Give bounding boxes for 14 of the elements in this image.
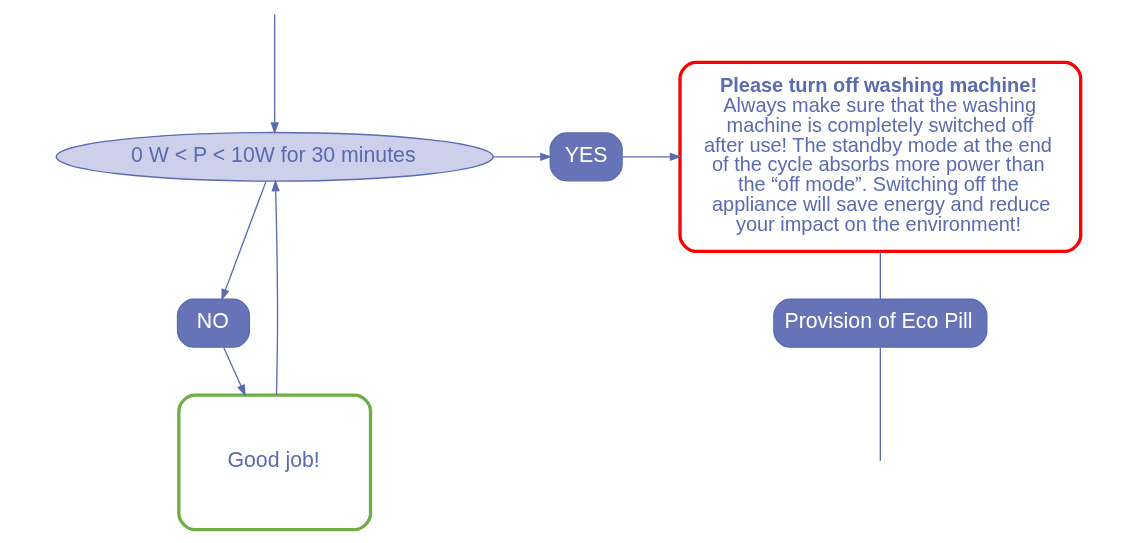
arrow <box>223 347 246 397</box>
arrow <box>271 179 280 396</box>
node-box: Please turn off washing machine! Always make sure that the washing machine is completely switched off after use! The standby mode at the end of the cycle absorbs more power than the “off mode”. Switching off the appliance will save energy and reduce your impact on the environment! <box>678 60 1083 253</box>
arrow <box>621 152 682 162</box>
node-box: Provision of Eco Pill <box>773 298 988 348</box>
connector <box>879 250 881 300</box>
node-box: Good job! <box>177 393 373 532</box>
node-box: YES <box>549 132 623 182</box>
node-ellipse: 0 W < P < 10W for 30 minutes <box>55 131 494 182</box>
arrow <box>270 13 279 135</box>
node-box: NO <box>176 298 251 348</box>
connector <box>879 347 881 462</box>
arrow <box>221 180 267 301</box>
arrow <box>492 152 553 162</box>
